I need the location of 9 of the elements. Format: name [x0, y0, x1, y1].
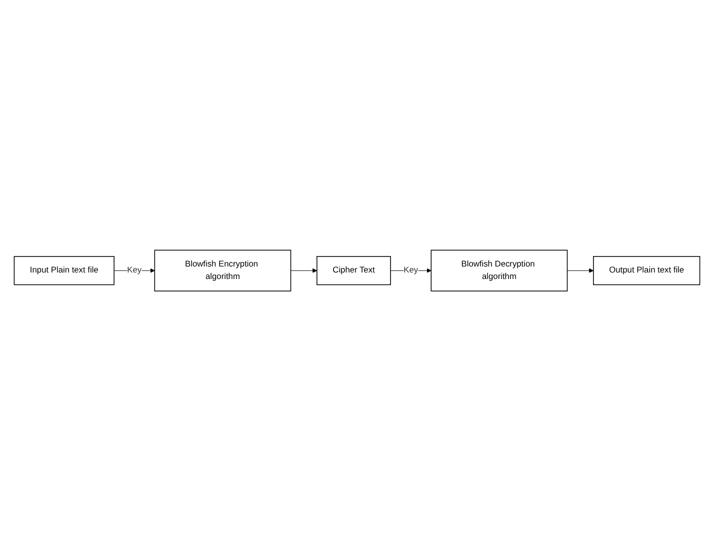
arrow — [567, 268, 594, 273]
edge-label: Key — [127, 266, 142, 275]
node-box: Blowfish Encryption algorithm — [154, 250, 292, 292]
node-box: Output Plain text file — [593, 256, 700, 286]
edge-label: Key — [404, 266, 418, 275]
arrow — [290, 268, 318, 273]
node-box: Blowfish Decryption algorithm — [430, 250, 568, 292]
node-box: Cipher Text — [316, 256, 391, 286]
node-box: Input Plain text file — [14, 256, 114, 286]
